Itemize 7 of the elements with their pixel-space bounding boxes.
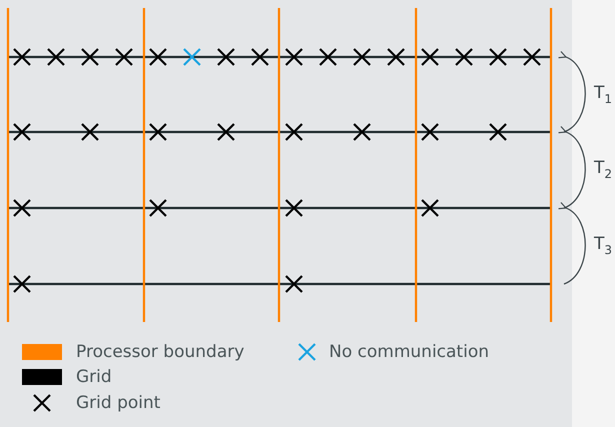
legend-label: No communication bbox=[329, 342, 489, 362]
legend-label: Grid bbox=[76, 367, 112, 387]
time-step-label: T$_{1}$ bbox=[594, 82, 612, 108]
legend-label: Processor boundary bbox=[76, 342, 244, 362]
legend-label: Grid point bbox=[76, 393, 160, 413]
time-step-label: T$_{2}$ bbox=[594, 158, 612, 183]
time-step-label: T$_{3}$ bbox=[594, 234, 612, 259]
